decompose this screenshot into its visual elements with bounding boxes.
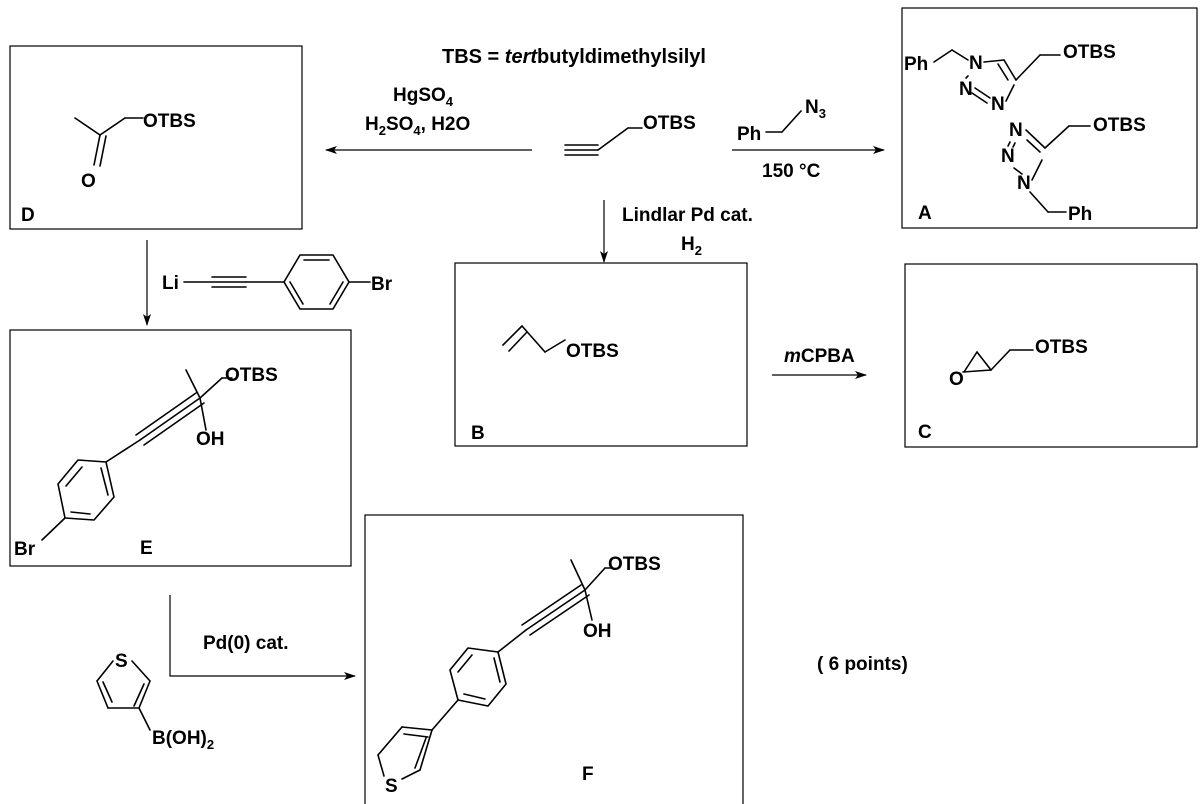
svg-text:OTBS: OTBS <box>1093 115 1146 136</box>
svg-text:OTBS: OTBS <box>143 111 196 132</box>
svg-text:Br: Br <box>14 539 36 560</box>
box-compound-a <box>901 7 1198 229</box>
label-compound-c: C <box>918 422 932 443</box>
label-compound-f: F <box>582 764 594 785</box>
svg-text:O: O <box>81 171 96 192</box>
svg-text:Ph: Ph <box>904 54 928 75</box>
svg-text:OTBS: OTBS <box>566 341 619 362</box>
label-compound-a: A <box>918 203 932 224</box>
box-compound-b <box>454 262 748 447</box>
box-compound-c <box>904 263 1198 448</box>
svg-text:OTBS: OTBS <box>225 365 278 386</box>
svg-text:Li: Li <box>162 273 179 294</box>
svg-text:OTBS: OTBS <box>608 554 661 575</box>
svg-text:N: N <box>1009 120 1023 141</box>
arrow-suzuki <box>169 595 356 680</box>
compound-f-structure: OTBS OH S <box>377 554 661 797</box>
box-compound-d <box>9 45 303 230</box>
reagent-h2so4-h2o: H2SO4, H2O <box>365 114 470 138</box>
reagent-lindlar: Lindlar Pd cat. <box>622 205 753 226</box>
points-value: ( 6 points) <box>817 654 908 675</box>
svg-text:N: N <box>969 53 983 74</box>
svg-text:OH: OH <box>583 621 612 642</box>
compound-e-structure: OTBS OH Br <box>14 365 278 560</box>
svg-text:N: N <box>959 79 973 100</box>
compound-d-structure: OTBS O <box>74 111 196 192</box>
svg-text:Ph: Ph <box>737 124 761 145</box>
svg-text:Ph: Ph <box>1068 204 1092 225</box>
svg-text:B(OH)2: B(OH)2 <box>152 728 214 752</box>
box-compound-f <box>364 514 744 804</box>
compound-a-15-regioisomer: N OTBS N N Ph <box>1001 115 1146 225</box>
label-compound-e: E <box>140 538 153 559</box>
compound-a-14-regioisomer: Ph N OTBS N N <box>904 42 1116 115</box>
box-compound-e <box>9 329 352 567</box>
label-compound-b: B <box>471 423 485 444</box>
svg-text:N: N <box>1017 173 1031 194</box>
svg-text:O: O <box>949 369 964 390</box>
reagent-lithium-acetylide: Li Br <box>162 254 393 310</box>
svg-text:OTBS: OTBS <box>1035 337 1088 358</box>
reagent-pd-catalyst: Pd(0) cat. <box>203 633 289 654</box>
svg-text:OTBS: OTBS <box>643 113 696 134</box>
svg-text:OTBS: OTBS <box>1063 42 1116 63</box>
svg-text:N3: N3 <box>805 97 826 121</box>
compound-b-structure: OTBS <box>502 325 619 362</box>
compound-c-structure: O OTBS <box>949 337 1088 390</box>
tbs-definition: TBS = tertbutyldimethylsilyl <box>442 46 706 68</box>
label-compound-d: D <box>21 205 35 226</box>
reagent-thiophene-boronic-acid: S B(OH)2 <box>96 651 214 752</box>
reagent-h2: H2 <box>681 234 702 258</box>
svg-text:S: S <box>115 651 128 672</box>
reagent-mcpba: mCPBA <box>784 346 855 367</box>
reagent-temperature: 150 °C <box>762 161 821 182</box>
svg-text:N: N <box>1001 146 1015 167</box>
svg-text:N: N <box>991 94 1005 115</box>
svg-text:S: S <box>385 776 398 797</box>
svg-text:Br: Br <box>371 274 393 295</box>
reagent-hgso4: HgSO4 <box>393 85 454 109</box>
svg-text:OH: OH <box>196 429 225 450</box>
reagent-benzyl-azide: Ph N3 <box>737 97 826 145</box>
starting-material-propargyl-otbs: OTBS <box>564 113 696 156</box>
